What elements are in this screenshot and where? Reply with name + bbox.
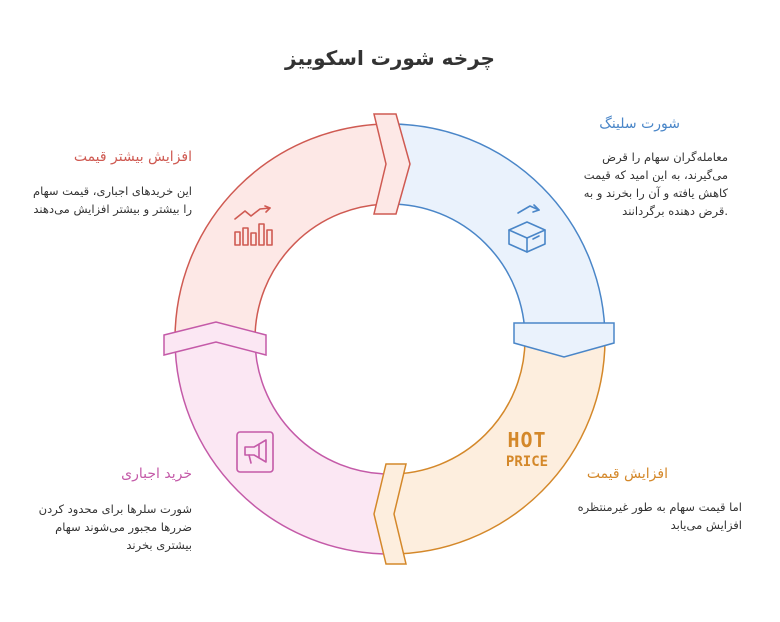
desc-line: می‌گیرند، به این امید که قیمت [583,168,728,182]
desc-line: کاهش یافته و آن را بخرند و به [583,186,728,200]
desc-line: ضررها مجبور می‌شوند سهام [55,520,192,534]
page-title: چرخه شورت اسکوییز [285,46,495,70]
hot-price-icon: HOT PRICE [498,428,556,470]
further-increase-desc: این خریدهای اجباری، قیمت سهام را بیشتر و… [33,182,192,218]
segment-further-increase [174,123,391,340]
short-selling-label: شورت سلینگ [599,116,680,132]
desc-line: افزایش می‌یابد [670,518,742,532]
price-text: PRICE [505,454,549,470]
further-increase-label: افزایش بیشتر قیمت [73,149,192,165]
rising-chart-icon [234,205,273,246]
desc-line: .قرض دهنده برگردانند [622,204,728,218]
forced-buying-desc: شورت سلرها برای محدود کردن ضررها مجبور م… [39,500,192,554]
desc-line: بیشتری بخرند [126,538,192,552]
short-selling-desc: معامله‌گران سهام را قرض می‌گیرند، به این… [584,148,728,220]
segment-short-selling [389,123,606,340]
price-increase-label: افزایش قیمت [586,466,668,482]
connector-top-arrow [373,113,411,215]
megaphone-icon [236,431,274,473]
forced-buying-label: خرید اجباری [121,466,192,482]
desc-line: را بیشتر و بیشتر افزایش می‌دهند [33,202,192,216]
desc-line: اما قیمت سهام به طور غیرمنتظره [577,500,742,514]
desc-line: شورت سلرها برای محدود کردن [38,502,192,516]
connector-left-arrow [163,321,267,356]
hot-text: HOT [507,428,547,452]
segment-forced-buying [174,338,391,555]
connector-bottom-arrow [373,463,407,565]
price-increase-desc: اما قیمت سهام به طور غیرمنتظره افزایش می… [578,498,742,534]
desc-line: معامله‌گران سهام را قرض [602,150,728,164]
desc-line: این خریدهای اجباری، قیمت سهام [32,184,192,198]
box-arrow-icon [508,204,546,253]
connector-right-arrow [513,322,615,358]
